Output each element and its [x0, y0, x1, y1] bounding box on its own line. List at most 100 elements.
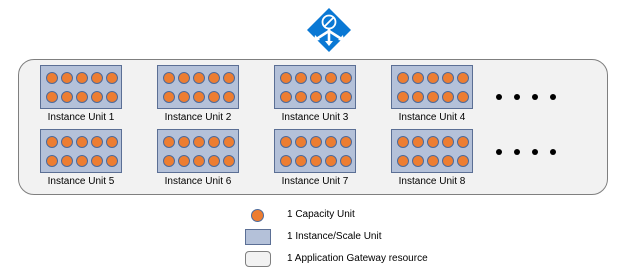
capacity-unit-dot — [163, 155, 175, 167]
capacity-unit-dot — [46, 136, 58, 148]
capacity-unit-dot — [397, 91, 409, 103]
capacity-unit-dot — [397, 155, 409, 167]
capacity-unit-dot — [340, 72, 352, 84]
capacity-unit-dot — [163, 91, 175, 103]
ellipsis-dot — [550, 149, 556, 155]
capacity-unit-dot — [76, 155, 88, 167]
capacity-unit-dot — [223, 91, 235, 103]
legend-gateway-resource-label: 1 Application Gateway resource — [287, 253, 428, 264]
instance-unit-label: Instance Unit 6 — [164, 176, 232, 187]
capacity-unit-dot — [340, 155, 352, 167]
legend-gateway-resource-swatch — [245, 251, 271, 267]
capacity-unit-dot — [280, 72, 292, 84]
capacity-unit-dot — [412, 72, 424, 84]
capacity-unit-dot — [427, 136, 439, 148]
legend-instance-unit-swatch — [245, 229, 271, 245]
capacity-unit-dot — [340, 91, 352, 103]
capacity-unit-dot — [178, 72, 190, 84]
instance-unit-box — [40, 129, 122, 173]
capacity-unit-dot — [310, 155, 322, 167]
capacity-unit-dot — [178, 136, 190, 148]
capacity-unit-dot — [193, 91, 205, 103]
capacity-unit-dot — [340, 136, 352, 148]
ellipsis-dot — [532, 94, 538, 100]
capacity-unit-dot — [106, 72, 118, 84]
capacity-unit-dot — [457, 155, 469, 167]
instance-unit-box — [157, 65, 239, 109]
capacity-unit-dot — [91, 72, 103, 84]
capacity-unit-dot — [427, 72, 439, 84]
capacity-unit-dot — [325, 155, 337, 167]
instance-unit-label: Instance Unit 3 — [281, 112, 349, 123]
capacity-unit-dot — [310, 72, 322, 84]
capacity-unit-dot — [442, 136, 454, 148]
capacity-unit-dot — [295, 91, 307, 103]
capacity-unit-dot — [46, 72, 58, 84]
capacity-unit-dot — [91, 155, 103, 167]
capacity-unit-dot — [412, 91, 424, 103]
instance-unit-box — [274, 129, 356, 173]
instance-unit-box — [40, 65, 122, 109]
instance-unit-label: Instance Unit 8 — [398, 176, 466, 187]
capacity-unit-dot — [76, 91, 88, 103]
instance-unit-label: Instance Unit 1 — [47, 112, 115, 123]
capacity-unit-dot — [412, 155, 424, 167]
capacity-unit-dot — [427, 91, 439, 103]
capacity-unit-dot — [295, 155, 307, 167]
capacity-unit-dot — [325, 91, 337, 103]
ellipsis-dot — [514, 149, 520, 155]
instance-unit-box — [391, 129, 473, 173]
capacity-unit-dot — [208, 72, 220, 84]
capacity-unit-dot — [106, 136, 118, 148]
instance-unit-box — [391, 65, 473, 109]
ellipsis-dot — [550, 94, 556, 100]
application-gateway-icon — [307, 8, 351, 52]
ellipsis-dot — [496, 149, 502, 155]
capacity-unit-dot — [163, 136, 175, 148]
capacity-unit-dot — [295, 136, 307, 148]
capacity-unit-dot — [397, 72, 409, 84]
capacity-unit-dot — [208, 136, 220, 148]
capacity-unit-dot — [457, 91, 469, 103]
capacity-unit-dot — [61, 91, 73, 103]
capacity-unit-dot — [61, 136, 73, 148]
legend-instance-unit-label: 1 Instance/Scale Unit — [287, 231, 382, 242]
capacity-unit-dot — [193, 155, 205, 167]
capacity-unit-dot — [178, 91, 190, 103]
instance-unit-label: Instance Unit 2 — [164, 112, 232, 123]
capacity-unit-dot — [280, 91, 292, 103]
capacity-unit-dot — [310, 136, 322, 148]
capacity-unit-dot — [442, 91, 454, 103]
capacity-unit-dot — [397, 136, 409, 148]
capacity-unit-dot — [457, 72, 469, 84]
capacity-unit-dot — [427, 155, 439, 167]
capacity-unit-dot — [46, 155, 58, 167]
capacity-unit-dot — [412, 136, 424, 148]
legend-capacity-unit-label: 1 Capacity Unit — [287, 209, 355, 220]
capacity-unit-dot — [91, 91, 103, 103]
capacity-unit-dot — [91, 136, 103, 148]
ellipsis-dot — [532, 149, 538, 155]
capacity-unit-dot — [163, 72, 175, 84]
capacity-unit-dot — [46, 91, 58, 103]
capacity-unit-dot — [295, 72, 307, 84]
instance-unit-label: Instance Unit 5 — [47, 176, 115, 187]
capacity-unit-dot — [208, 155, 220, 167]
ellipsis-dot — [514, 94, 520, 100]
instance-unit-label: Instance Unit 4 — [398, 112, 466, 123]
capacity-unit-dot — [442, 72, 454, 84]
capacity-unit-dot — [61, 155, 73, 167]
capacity-unit-dot — [76, 72, 88, 84]
capacity-unit-dot — [106, 91, 118, 103]
capacity-unit-dot — [106, 155, 118, 167]
ellipsis-dot — [496, 94, 502, 100]
instance-unit-box — [274, 65, 356, 109]
capacity-unit-dot — [76, 136, 88, 148]
instance-unit-box — [157, 129, 239, 173]
capacity-unit-dot — [310, 91, 322, 103]
capacity-unit-dot — [193, 136, 205, 148]
capacity-unit-dot — [178, 155, 190, 167]
capacity-unit-dot — [280, 136, 292, 148]
capacity-unit-dot — [325, 72, 337, 84]
capacity-unit-dot — [442, 155, 454, 167]
